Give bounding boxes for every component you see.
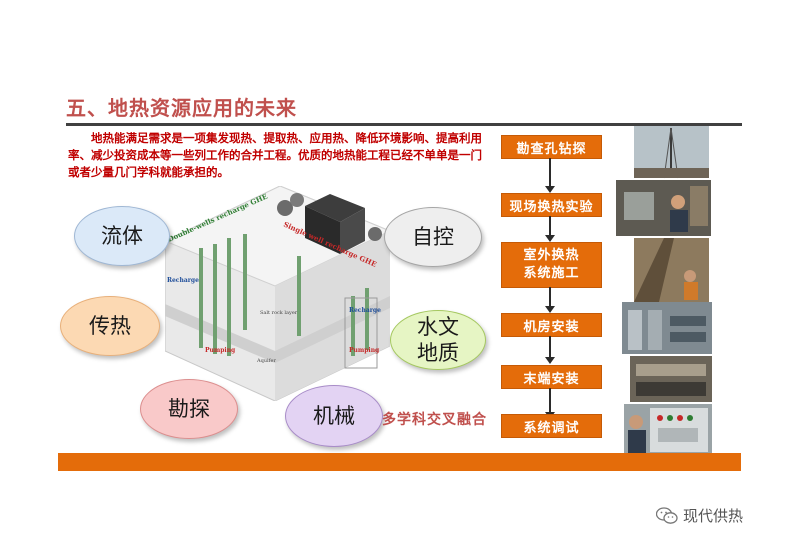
flow-connector [549,336,551,358]
step-label: 末端安装 [523,368,579,387]
tree [290,193,304,207]
hydrogeology-line1: 水文 [417,314,459,340]
flow-connector [549,287,551,307]
well-pipe [213,244,217,354]
well-pipe [243,234,247,330]
arrow-down-icon [545,186,555,193]
bubble-fluid: 流体 [74,206,170,266]
wechat-watermark: 现代供热 [656,505,743,526]
recharge-label-right: Recharge [349,307,381,314]
footer-accent-bar [58,453,741,471]
well-pipe [297,256,301,336]
pumping-label-left: Pumping [205,347,236,354]
wechat-icon [656,507,678,525]
pumping-label-right: Pumping [349,347,380,354]
step-label: 勘查孔钻探 [516,138,586,157]
step-label: 系统调试 [523,417,579,436]
bubble-heat-transfer: 传热 [60,296,160,356]
interdisciplinary-label: 多学科交叉融合 [382,409,487,429]
flow-connector [549,158,551,187]
geothermal-ghe-diagram: Double-wells recharge GHE Single well re… [165,186,390,401]
bubble-mechanics: 机械 [285,385,383,447]
bubble-automation: 自控 [384,207,482,267]
intro-paragraph: 地热能满足需求是一项集发现热、提取热、应用热、降低环境影响、提高利用率、减少投资… [68,130,488,181]
step-outdoor-construction: 室外换热 系统施工 [501,242,602,288]
recharge-label-left: Recharge [167,277,199,284]
page-title: 五、地热资源应用的未来 [66,92,297,121]
arrow-down-icon [545,235,555,242]
flow-connector [549,388,551,413]
well-pipe [365,288,369,350]
flow-connector [549,216,551,236]
step-label-line2: 系统施工 [523,265,579,283]
step-label: 现场换热实验 [509,196,593,215]
bubble-exploration: 勘探 [140,379,238,439]
step-label: 机房安装 [523,316,579,335]
bubble-hydrogeology: 水文 地质 [390,310,486,370]
intro-text: 地热能满足需求是一项集发现热、提取热、应用热、降低环境影响、提高利用率、减少投资… [68,130,488,181]
salt-rock-label: Salt rock layer [260,310,298,316]
arrow-down-icon [545,306,555,313]
aquifer-label: Aquifer [256,358,276,364]
arrow-down-icon [545,357,555,364]
step-system-commissioning: 系统调试 [501,414,602,438]
tree [368,227,382,241]
hydrogeology-line2: 地质 [417,340,459,366]
step-field-heat-test: 现场换热实验 [501,193,602,217]
well-pipe [227,238,231,356]
step-survey-drilling: 勘查孔钻探 [501,135,602,159]
step-terminal-install: 末端安装 [501,365,602,389]
step-machine-room: 机房安装 [501,313,602,337]
construction-photo-strip [614,126,716,456]
well-pipe [199,248,203,348]
step-label-line1: 室外换热 [523,247,579,265]
watermark-text: 现代供热 [683,505,743,526]
